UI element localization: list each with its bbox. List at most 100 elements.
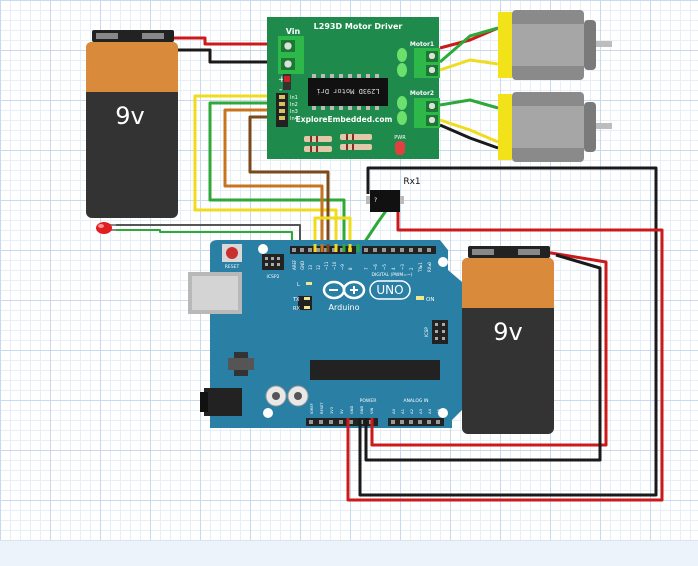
power-label: POWER [360,398,377,404]
driver-minus-mark: - [279,85,282,95]
digital-pin-11: ~11 [324,261,329,270]
digital-pin-10: ~10 [332,261,337,270]
power-pin-5v: 5V [340,409,344,414]
wire-motor2-green [439,98,499,110]
motor-driver-board[interactable]: L293D Motor Driver Vin + - In1 In2 In3 I… [267,17,440,159]
analog-pin-a0: A0 [391,408,396,414]
dc-motor-2[interactable] [498,92,612,162]
wire-rx-black [358,166,658,497]
digital-pin-1: TX▸1 [418,262,423,273]
motor2-terminal[interactable] [414,98,440,128]
receiver-label: Rx1 [403,177,420,187]
digital-pin-8: 8 [348,267,353,270]
circuit-diagram: 9v L293D Motor Driver Vin + - [86,10,664,502]
arduino-brand: Arduino [329,303,360,312]
wire-motor2-yellow [439,118,499,144]
wire-battery-right-positive [370,250,608,447]
analog-pin-a4: A4 [427,408,432,414]
driver-title: L293D Motor Driver [314,22,403,31]
icsp2-header [262,254,284,270]
digital-label: DIGITAL (PWM=~) [371,272,412,278]
motor2-label: Motor2 [410,90,434,97]
pin-label-in4: In4 [290,116,298,122]
chip-label: L293D Motor Dri [316,87,379,95]
wire-in1-yellow [193,94,338,252]
digital-pin-13: 13 [308,264,313,270]
motor1-leds [397,48,407,77]
tx-label: TX [292,297,300,303]
receiver-pin-mark: ? [374,197,377,204]
l-led-label: L [297,282,300,288]
digital-pin-5: ~5 [382,264,387,270]
icsp-header [432,320,448,344]
wire-battery-right-negative [364,253,602,462]
power-pin-gnd1: GND [350,406,354,414]
power-pin-vin: VIN [370,407,374,414]
capacitors [265,385,309,407]
driver-plus-mark: + [278,75,286,85]
analog-pin-a2: A2 [409,408,414,414]
icsp2-label: ICSP2 [267,274,280,280]
arduino-uno-board[interactable]: RESET ICSP2 L TX RX Arduino UNO [188,240,462,428]
pin-label-in1: In1 [290,95,298,101]
rx-label: RX [293,306,300,312]
power-pin-3v3: 3V3 [330,407,334,414]
reset-label: RESET [225,264,240,270]
digital-pin-gnd: GND [300,261,305,270]
power-pin-ioref: IOREF [310,403,314,414]
resistors [304,134,372,152]
digital-pin-aref: AREF [292,259,297,270]
schematic-canvas: 9v L293D Motor Driver Vin + - [0,0,698,540]
battery-left[interactable]: 9v [86,30,178,218]
pin-label-in3: In3 [290,109,298,115]
vin-terminal[interactable] [278,36,304,74]
power-jack[interactable] [200,388,242,416]
usb-port[interactable] [188,272,242,314]
wire-in4-brown [248,115,330,252]
l293d-chip: L293D Motor Dri [308,74,388,110]
analog-label: ANALOG IN [403,398,428,404]
input-pin-header[interactable] [276,93,288,127]
wires [112,26,664,502]
wire-motor2-black [439,123,499,150]
wire-battery-left-positive [170,36,272,46]
digital-header[interactable] [290,246,436,254]
battery-left-label: 9v [115,102,144,130]
atmega-chip [310,360,440,380]
icsp-label: ICSP [424,327,430,337]
led[interactable] [96,222,116,234]
analog-header[interactable] [388,418,444,426]
battery-right[interactable]: 9v [462,246,554,434]
motor1-terminal[interactable] [414,48,440,78]
dc-motor-1[interactable] [498,10,612,80]
digital-pin-9: ~9 [340,264,345,270]
reset-button[interactable] [222,244,242,262]
digital-pin-2: 2 [409,267,414,270]
wire-motor1-yellow [439,58,499,72]
wire-motor1-green [439,26,499,64]
digital-pin-6: ~6 [373,264,378,270]
digital-pin-12: 12 [316,264,321,270]
pwr-led [395,141,405,155]
analog-pin-a3: A3 [418,408,423,414]
driver-website: ExploreEmbedded.com [296,115,393,124]
on-label: ON [426,297,434,303]
wire-led-cathode [112,229,293,252]
receiver-rx1[interactable]: Rx1 ? [366,177,421,212]
pin-label-in2: In2 [290,102,298,108]
digital-pin-4: 4 [391,267,396,270]
motor2-leds [397,96,407,125]
footer-bar [0,540,698,566]
wire-yellow-2 [313,216,352,252]
wire-rx-red [346,210,664,502]
digital-pin-0: RX◂0 [427,261,432,272]
wire-ends [313,244,374,430]
power-pin-reset: RESET [320,402,324,414]
uno-label: UNO [376,283,403,297]
pwr-label: PWR [394,135,406,141]
digital-pin-3: ~3 [400,264,405,270]
arduino-logo [322,280,366,300]
analog-pin-a5: A5 [436,408,441,414]
digital-pin-7: 7 [364,267,369,270]
motor1-label: Motor1 [410,41,434,48]
